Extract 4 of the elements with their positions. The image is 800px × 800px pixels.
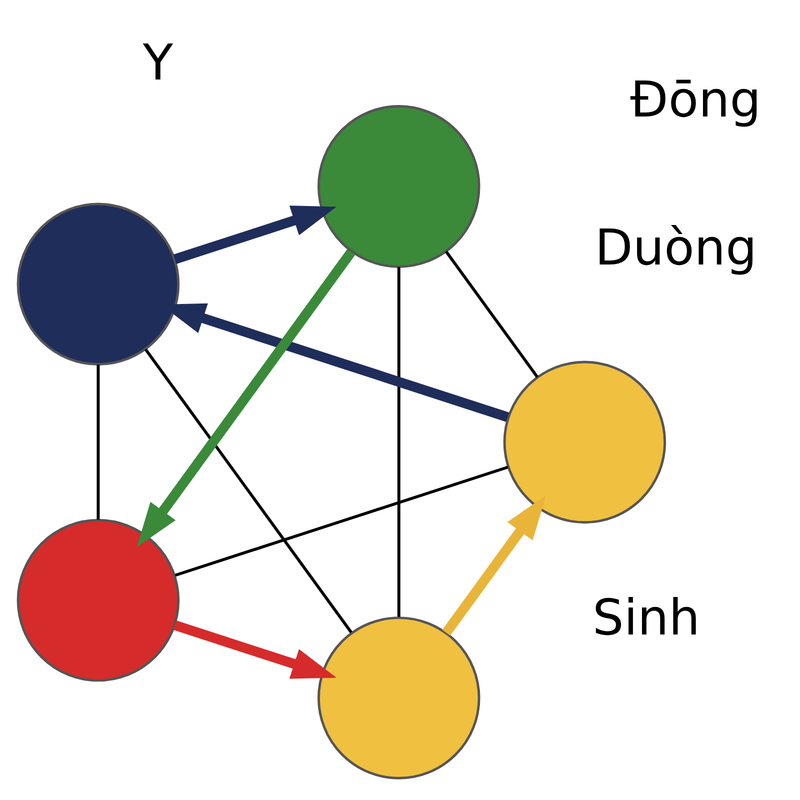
label: Y xyxy=(142,33,173,92)
label: Duòng xyxy=(594,218,757,276)
label: Đōng xyxy=(630,70,762,128)
label: Sinh xyxy=(592,588,700,646)
